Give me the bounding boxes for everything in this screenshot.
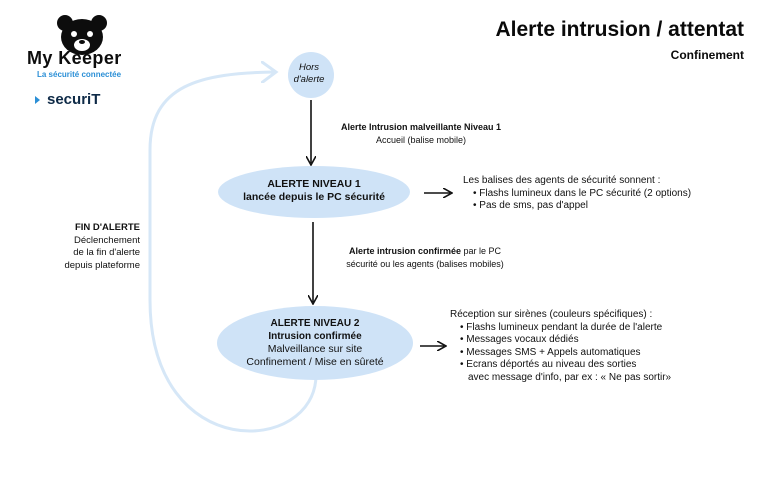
fin-alerte-line: Déclenchement <box>73 234 140 246</box>
level1-line-2: lancée depuis le PC sécurité <box>243 191 385 203</box>
level1-info-bullet: • Pas de sms, pas d'appel <box>473 200 588 211</box>
brand-name: My Keeper <box>27 48 122 68</box>
level2-label: ALERTE NIVEAU 2 Intrusion confirmée Malv… <box>218 318 412 368</box>
level2-info-bullet: • Messages SMS + Appels automatiques <box>460 346 641 358</box>
partner-name: securiT <box>47 91 101 108</box>
level2-info-bullet: • Messages vocaux dédiés <box>460 334 579 345</box>
fin-alerte-line: de la fin d'alerte <box>73 247 140 258</box>
level1-info-bullet: • Flashs lumineux dans le PC sécurité (2… <box>473 187 692 199</box>
level2-info-bullet: • Ecrans déportés au niveau des sorties <box>460 359 637 370</box>
edge-label-to-level2-line-1: Alerte intrusion confirmée par le PC <box>320 245 530 258</box>
fin-alerte-label: FIN D'ALERTE Déclenchement de la fin d'a… <box>36 222 140 272</box>
alerte-niveau-2-node <box>217 306 413 380</box>
edge-label-to-level2: Alerte intrusion confirmée par le PC séc… <box>320 245 530 271</box>
level2-subtitle: Intrusion confirmée <box>268 330 362 342</box>
edge-label-to-level2-line-2: sécurité ou les agents (balises mobiles) <box>346 259 504 269</box>
level2-line-4: Confinement / Mise en sûreté <box>246 355 384 368</box>
alerte-niveau-1-node <box>218 166 410 218</box>
level1-line-1: ALERTE NIVEAU 1 <box>267 178 361 190</box>
level2-info-bullet: • Flashs lumineux pendant la durée de l'… <box>460 321 663 333</box>
level1-info-block: Les balises des agents de sécurité sonne… <box>463 175 691 213</box>
level2-info-continuation: avec message d'info, par ex : « Ne pas s… <box>468 371 672 383</box>
edge-label-to-level1-normal: Accueil (balise mobile) <box>375 135 467 145</box>
level1-info-heading: Les balises des agents de sécurité sonne… <box>463 175 661 186</box>
level2-info-heading: Réception sur sirènes (couleurs spécifiq… <box>450 309 653 320</box>
hors-alerte-line-1: Hors <box>298 62 320 73</box>
level2-info-block: Réception sur sirènes (couleurs spécifiq… <box>450 309 671 384</box>
fin-alerte-title: FIN D'ALERTE <box>74 222 140 233</box>
page-subtitle: Confinement <box>670 48 744 62</box>
level1-label: ALERTE NIVEAU 1 lancée depuis le PC sécu… <box>219 178 409 204</box>
level2-title: ALERTE NIVEAU 2 <box>270 318 360 329</box>
triangle-right-icon <box>35 95 40 104</box>
level2-line-3: Malveillance sur site <box>267 343 363 355</box>
fin-alerte-line: depuis plateforme <box>64 259 140 271</box>
bear-logo-icon <box>57 15 107 55</box>
page-title: Alerte intrusion / attentat <box>495 18 744 41</box>
hors-alerte-line-2: d'alerte <box>293 74 325 85</box>
partner-logo: securiT <box>35 91 100 108</box>
hors-alerte-label: Hors d'alerte <box>272 62 346 86</box>
fin-alerte-loop-arrow <box>148 72 318 433</box>
brand-tagline: La sécurité connectée <box>37 70 122 79</box>
edge-label-to-level2-bold: Alerte intrusion confirmée <box>348 246 461 256</box>
edge-label-to-level1: Alerte Intrusion malveillante Niveau 1 A… <box>306 121 536 147</box>
edge-label-to-level2-rest: par le PC <box>461 246 502 256</box>
hors-alerte-node <box>288 52 334 98</box>
edge-label-to-level1-bold: Alerte Intrusion malveillante Niveau 1 <box>340 122 502 132</box>
